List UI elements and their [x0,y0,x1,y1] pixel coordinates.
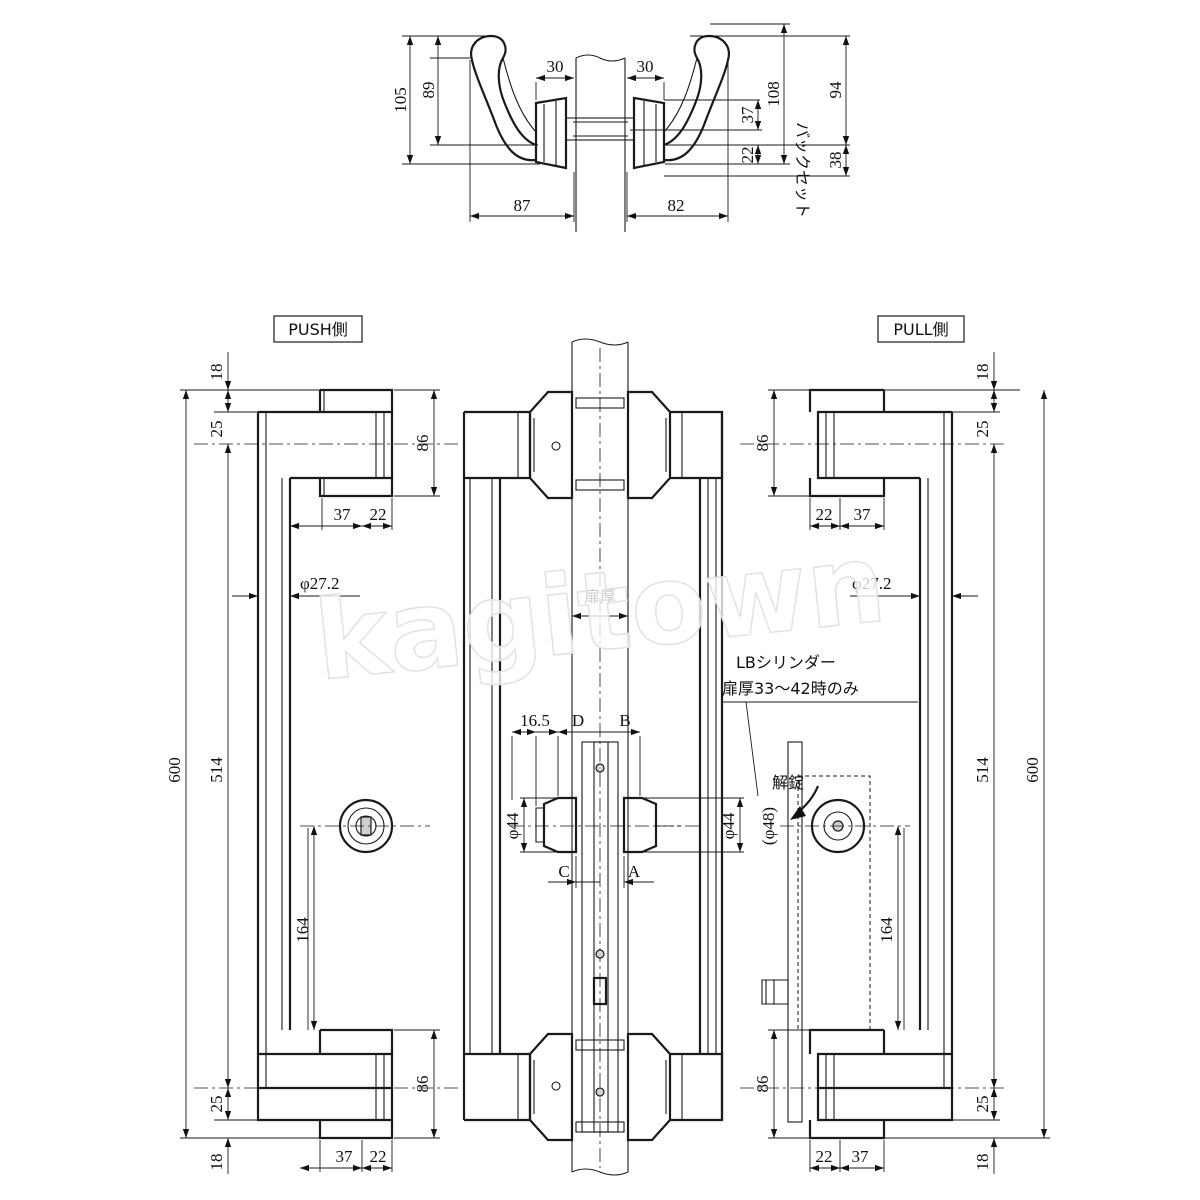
top-left-lever-height: 89 [419,82,438,99]
push-pitch: 514 [207,757,226,783]
top-backset-value: 38 [826,152,845,169]
push-bracket-depth-bottom: 37 [336,1147,354,1166]
top-rose-offset: 22 [738,147,757,164]
pull-side-label: PULL側 [893,320,948,339]
push-bottom-gap: 18 [207,1154,226,1171]
cylinder-note-line1: LBシリンダー [736,653,836,672]
cylinder-note-line2: 扉厚33～42時のみ [722,679,859,698]
push-bottom-offset: 25 [207,1096,226,1113]
top-rose-height: 37 [738,106,757,124]
top-left-projection: 87 [514,196,532,215]
pull-overall: 600 [1023,757,1042,783]
pull-top-gap: 18 [973,364,992,381]
push-bracket-height-top: 86 [413,435,432,452]
side-offset: 16.5 [520,711,550,730]
side-label-d: D [572,711,584,730]
top-right-projection: 82 [668,196,685,215]
side-right-diameter-alt: (φ48) [759,807,778,845]
push-side-label: PUSH側 [288,320,348,339]
unlock-label: 解錠 [772,773,804,792]
top-right-lever-height: 94 [826,81,845,99]
push-bracket-thick-top: 22 [370,505,387,524]
top-left-depth: 30 [547,57,564,76]
side-label-a: A [628,862,641,881]
pull-bracket-thick-top: 22 [816,505,833,524]
pull-bottom-offset: 25 [973,1096,992,1113]
push-bracket-depth-top: 37 [334,505,352,524]
pull-bracket-depth-bottom: 37 [852,1147,870,1166]
top-right-total-height: 108 [764,81,783,107]
pull-bracket-height-bottom: 86 [753,1076,772,1093]
pull-bracket-thick-bottom: 22 [816,1147,833,1166]
pull-bottom-gap: 18 [973,1154,992,1171]
pull-cylinder-height: 164 [877,917,896,943]
push-cylinder-height: 164 [293,917,312,943]
push-bracket-thick-bottom: 22 [370,1147,387,1166]
top-right-depth: 30 [637,57,654,76]
push-bracket-height-bottom: 86 [413,1076,432,1093]
top-backset-label: バックセット [793,122,812,218]
side-right-diameter: φ44 [719,812,738,839]
push-view: PUSH側 [165,315,460,1174]
push-top-offset: 25 [207,421,226,438]
top-view: 105 89 30 30 108 94 37 22 38 バックセット 87 8… [391,23,850,232]
pull-diameter: φ27.2 [852,574,892,593]
side-label-c: C [558,862,569,881]
side-view: 扉厚 16.5 D B C A φ44 φ44 (φ48) LBシリンダー 扉厚… [462,338,918,1176]
side-label-b: B [619,711,630,730]
side-left-diameter: φ44 [503,812,522,839]
push-overall: 600 [165,757,184,783]
top-left-total-height: 105 [391,87,410,113]
pull-bracket-depth-top: 37 [854,505,872,524]
pull-top-offset: 25 [973,421,992,438]
door-thickness-label: 扉厚 [584,587,616,606]
pull-bracket-height-top: 86 [753,435,772,452]
pull-view: PULL側 解錠 [740,315,1050,1174]
push-diameter: φ27.2 [300,574,340,593]
pull-pitch: 514 [973,757,992,783]
push-top-gap: 18 [207,364,226,381]
